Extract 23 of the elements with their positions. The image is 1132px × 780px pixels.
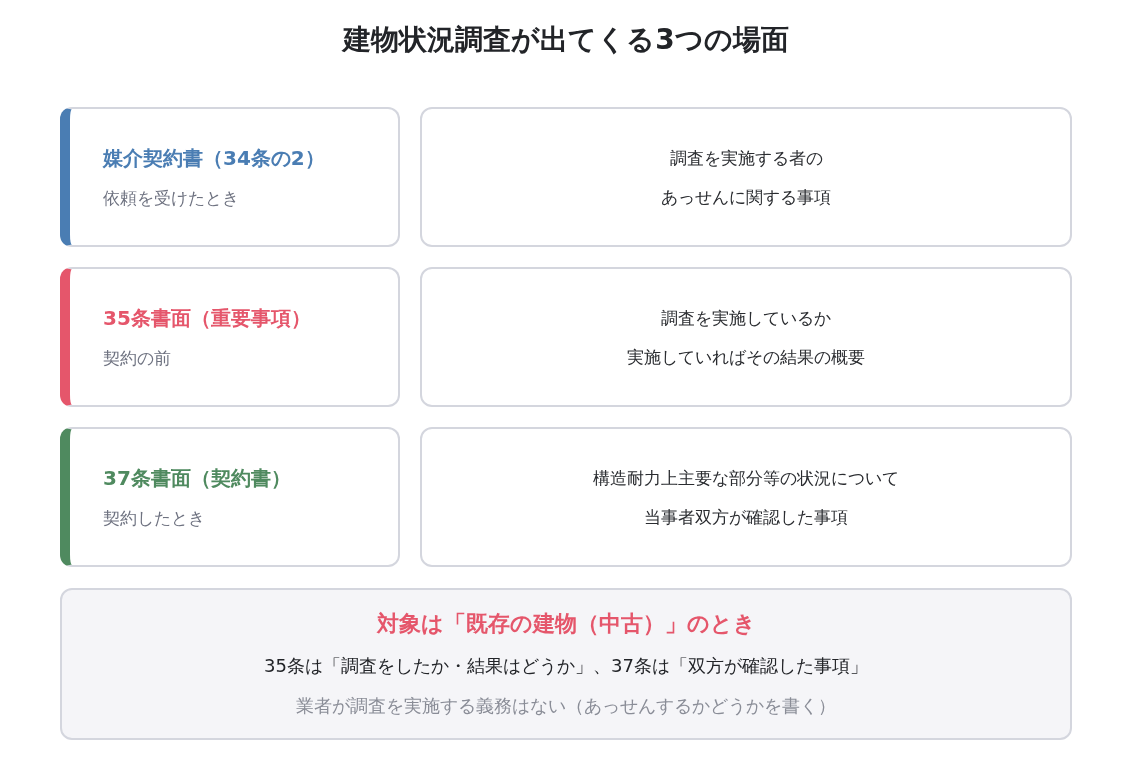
detail-text: 当事者双方が確認した事項: [644, 505, 848, 529]
card-heading: 37条書面（契約書）: [103, 465, 291, 492]
note-subtext: 業者が調査を実施する義務はない（あっせんするかどうかを書く）: [296, 694, 836, 718]
document-card: [60, 267, 400, 407]
note-panel: [60, 588, 1072, 740]
card-subtitle: 契約の前: [103, 347, 171, 370]
diagram-title: 建物状況調査が出てくる3つの場面: [340, 22, 790, 58]
card-subtitle: 契約したとき: [103, 507, 205, 530]
detail-text: 調査を実施する者の: [669, 146, 823, 170]
document-card: [60, 427, 400, 567]
detail-text: あっせんに関する事項: [661, 185, 831, 209]
card-heading: 媒介契約書（34条の2）: [103, 145, 325, 172]
detail-text: 構造耐力上主要な部分等の状況について: [593, 466, 899, 490]
detail-card: [420, 267, 1072, 407]
note-heading: 対象は「既存の建物（中古）」のとき: [376, 610, 756, 638]
note-text: 35条は「調査をしたか・結果はどうか」、37条は「双方が確認した事項」: [264, 654, 868, 678]
card-heading: 35条書面（重要事項）: [103, 305, 311, 332]
detail-text: 実施していればその結果の概要: [627, 345, 865, 369]
document-card: [60, 107, 400, 247]
card-subtitle: 依頼を受けたとき: [103, 187, 239, 210]
detail-card: [420, 427, 1072, 567]
detail-text: 調査を実施しているか: [661, 306, 831, 330]
detail-card: [420, 107, 1072, 247]
